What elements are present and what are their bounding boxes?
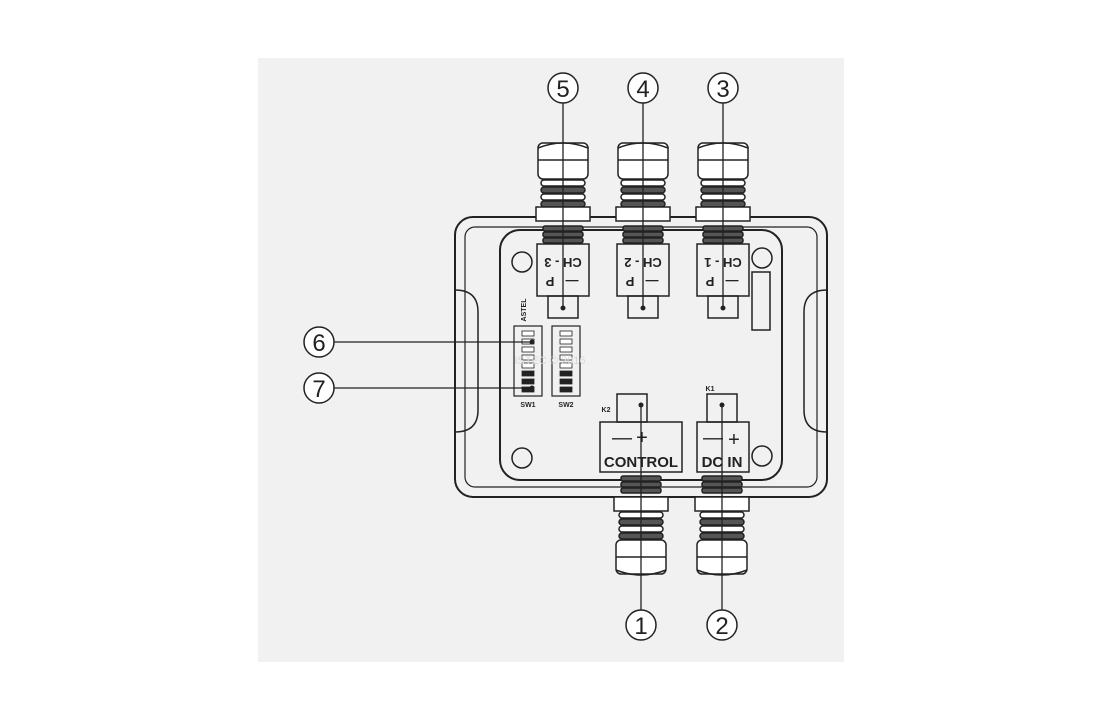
sw1-keys-key (521, 362, 535, 369)
callout-2: 2 (706, 609, 738, 641)
callout-7-number: 7 (312, 376, 325, 403)
mount-hole-bottom-right (751, 445, 773, 467)
mount-hole-top-left (511, 251, 533, 273)
callout-3: 3 (707, 72, 739, 104)
sw1-keys-key (521, 354, 535, 361)
sw1-keys-key (521, 330, 535, 337)
k1-label: K1 (706, 386, 715, 393)
ch3-minus-label: — (566, 274, 579, 289)
leader-dots (529, 305, 726, 408)
sw2-keys-key (559, 370, 573, 377)
callout-2-circle (706, 609, 738, 641)
ch2-p-label: P (625, 274, 634, 289)
mount-hole-bottom-left (511, 447, 533, 469)
k2-label: K2 (602, 407, 611, 414)
sw1-keys-key (521, 378, 535, 385)
callout-6-circle (303, 326, 335, 358)
leader-dot-6 (529, 339, 535, 345)
sw1-keys-key (521, 346, 535, 353)
sw2-label: SW2 (558, 402, 573, 409)
dcin-minus-sign: — (703, 427, 723, 449)
callout-2-number: 2 (715, 613, 728, 640)
bottom-cable-glands (613, 475, 750, 576)
ch2-minus-label: — (646, 274, 659, 289)
ch3-p-label: P (545, 274, 554, 289)
mount-hole-top-right (751, 247, 773, 269)
right-mount-ear (803, 289, 828, 433)
dcin-plus-sign: + (728, 429, 740, 451)
brand-label: ASTEL (521, 298, 528, 322)
ch1-p-label: P (705, 274, 714, 289)
control-plus-sign: + (636, 427, 648, 449)
callout-4-number: 4 (636, 76, 649, 103)
callout-6-number: 6 (312, 330, 325, 357)
dip-switch-sw2 (551, 325, 581, 397)
left-mount-ear (454, 289, 479, 433)
sw2-keys-key (559, 362, 573, 369)
watermark: ISTEC © 2016 (514, 355, 585, 367)
dcin-terminal-block (696, 421, 750, 473)
callout-6: 6 (303, 326, 335, 358)
leader-dot-3 (720, 305, 726, 311)
callout-4-circle (627, 72, 659, 104)
sw1-body (513, 325, 543, 397)
sw2-keys (559, 330, 573, 393)
sw2-keys-key (559, 338, 573, 345)
callout-3-number: 3 (716, 76, 729, 103)
control-minus-sign: — (612, 427, 632, 449)
callout-7: 7 (303, 372, 335, 404)
leader-dot-4 (640, 305, 646, 311)
sw2-keys-key (559, 330, 573, 337)
k2-relay (616, 393, 648, 423)
leader-dot-5 (560, 305, 566, 311)
callout-7-circle (303, 372, 335, 404)
callout-4: 4 (627, 72, 659, 104)
callout-5-circle (547, 72, 579, 104)
fuse-component (751, 271, 771, 331)
sw2-keys-key (559, 386, 573, 393)
sw2-keys-key (559, 378, 573, 385)
leader-dot-7 (529, 385, 535, 391)
callout-3-circle (707, 72, 739, 104)
sw1-keys-key (521, 370, 535, 377)
leader-dot-1 (638, 402, 644, 408)
sw2-keys-key (559, 354, 573, 361)
callout-5: 5 (547, 72, 579, 104)
leader-dot-2 (719, 402, 725, 408)
callout-5-number: 5 (556, 76, 569, 103)
callout-1-circle (625, 609, 657, 641)
sw2-body (551, 325, 581, 397)
callout-1-number: 1 (634, 613, 647, 640)
leader-lines (334, 103, 724, 610)
sw1-label: SW1 (520, 402, 535, 409)
ch1-minus-label: — (726, 274, 739, 289)
callout-1: 1 (625, 609, 657, 641)
sw2-keys-key (559, 346, 573, 353)
